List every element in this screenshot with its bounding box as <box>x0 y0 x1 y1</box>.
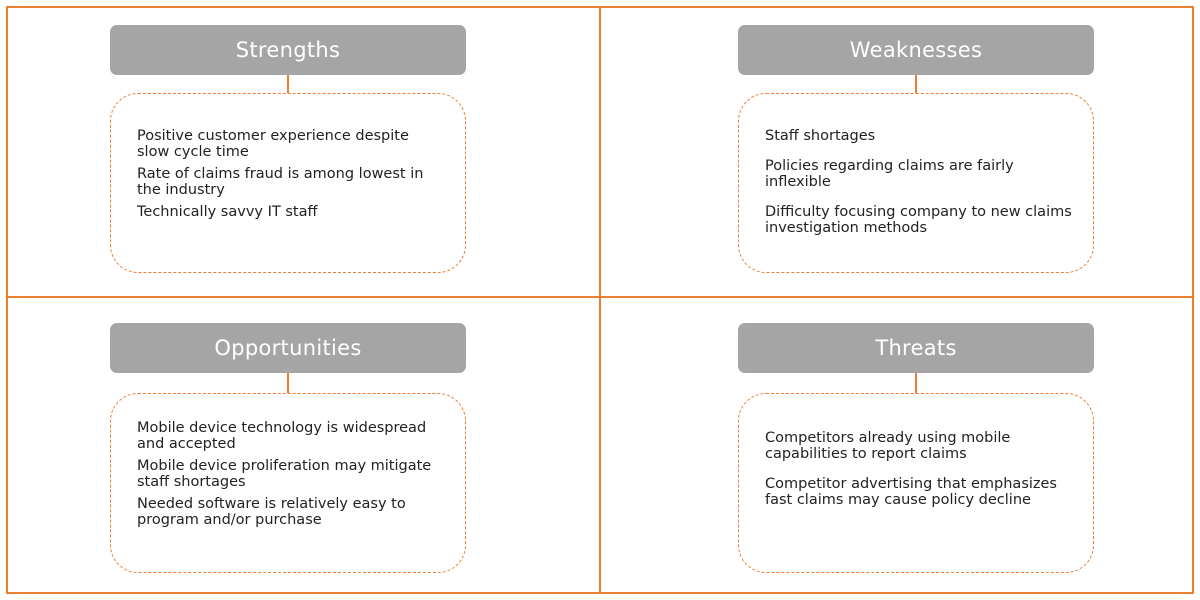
threats-quadrant: Threats Competitors already using mobile… <box>628 298 1200 593</box>
strengths-box: Positive customer experience despite slo… <box>110 93 466 273</box>
threats-box: Competitors already using mobile capabil… <box>738 393 1094 573</box>
horizontal-divider <box>6 296 1194 298</box>
opportunities-item: Mobile device proliferation may mitigate… <box>137 458 432 490</box>
weaknesses-quadrant: Weaknesses Staff shortages Policies rega… <box>628 0 1200 295</box>
weaknesses-item: Policies regarding claims are fairly inf… <box>765 158 1014 190</box>
threats-item: Competitors already using mobile capabil… <box>765 430 1011 462</box>
strengths-header: Strengths <box>110 25 466 75</box>
threats-connector <box>915 373 917 393</box>
strengths-item: Rate of claims fraud is among lowest in … <box>137 166 424 198</box>
opportunities-item: Mobile device technology is widespread a… <box>137 420 427 452</box>
weaknesses-item: Staff shortages <box>765 128 876 144</box>
opportunities-quadrant: Opportunities Mobile device technology i… <box>0 298 594 593</box>
vertical-divider <box>599 6 601 594</box>
strengths-item: Technically savvy IT staff <box>137 204 318 220</box>
weaknesses-box: Staff shortages Policies regarding claim… <box>738 93 1094 273</box>
opportunities-connector <box>287 373 289 393</box>
opportunities-item: Needed software is relatively easy to pr… <box>137 496 406 528</box>
strengths-item: Positive customer experience despite slo… <box>137 128 409 160</box>
weaknesses-item: Difficulty focusing company to new claim… <box>765 204 1072 236</box>
strengths-quadrant: Strengths Positive customer experience d… <box>0 0 594 295</box>
threats-header: Threats <box>738 323 1094 373</box>
weaknesses-header: Weaknesses <box>738 25 1094 75</box>
strengths-connector <box>287 75 289 93</box>
threats-item: Competitor advertising that emphasizes f… <box>765 476 1057 508</box>
weaknesses-connector <box>915 75 917 93</box>
opportunities-box: Mobile device technology is widespread a… <box>110 393 466 573</box>
opportunities-header: Opportunities <box>110 323 466 373</box>
